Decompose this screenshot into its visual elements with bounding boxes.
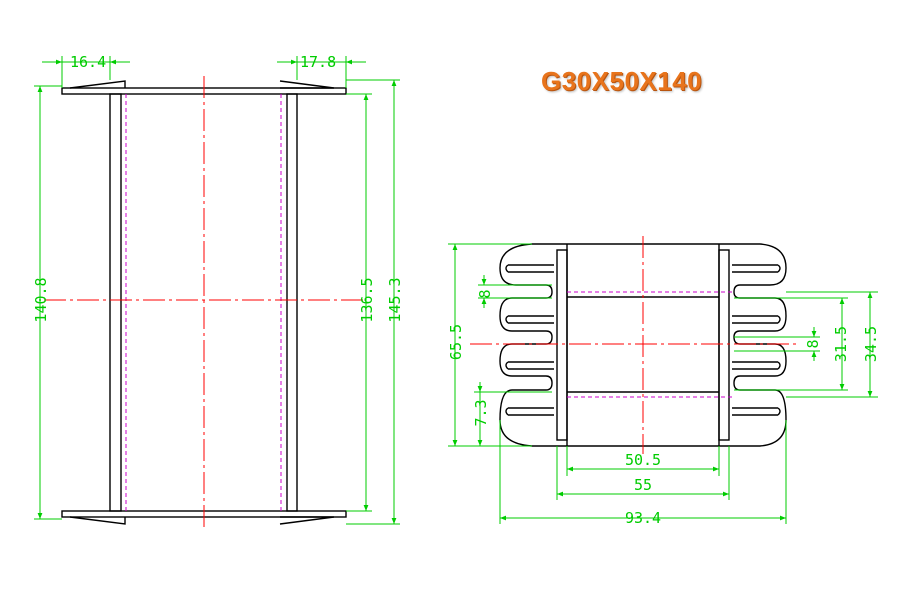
left-tube-wall [109,93,122,512]
end-view: 65.5 7.3 8 8 31.5 34.5 [447,236,880,527]
dim-overall-width: 93.4 [625,509,661,527]
drawing-title: G30X50X140 [541,66,703,96]
dim-inner-height: 140.8 [32,277,50,322]
dim-core-width: 50.5 [625,451,661,469]
side-view: 16.4 17.8 140.8 136.5 145.3 [32,53,404,528]
dim-outer-width: 34.5 [862,326,880,362]
bottom-right-flange-tip [279,516,335,525]
right-tube-wall [286,93,298,512]
dim-bottom-offset: 7.3 [472,399,490,426]
dim-slot-left: 8 [476,289,494,298]
top-right-flange-tip [279,80,335,89]
dim-overall-height: 145.3 [386,277,404,322]
dim-flange-left: 16.4 [70,53,106,71]
end-view-outline [499,243,787,447]
dim-tube-width: 55 [634,476,652,494]
dim-end-height: 65.5 [447,324,465,360]
dim-inner-width: 31.5 [832,326,850,362]
end-right-wall [718,249,730,441]
top-left-flange-tip [69,80,126,89]
dim-flange-right: 17.8 [300,53,336,71]
dim-slot-right: 8 [804,339,822,348]
bottom-left-flange-tip [69,516,126,525]
end-left-wall [556,249,568,441]
dim-tube-height: 136.5 [358,277,376,322]
